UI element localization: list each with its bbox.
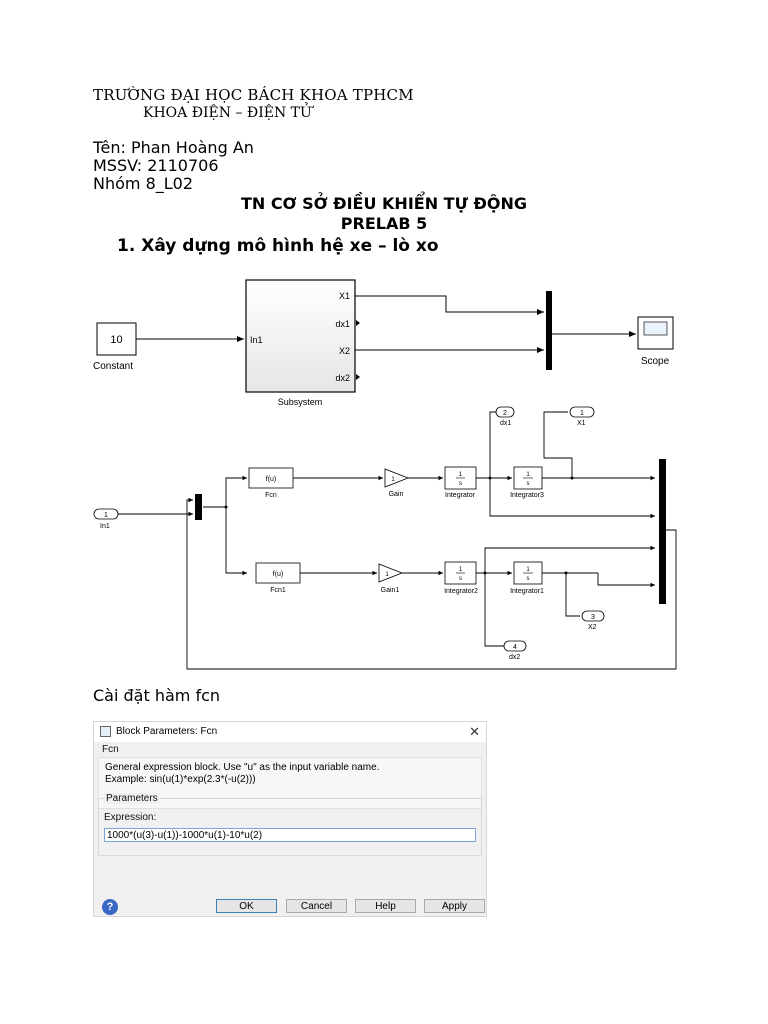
subsystem-block[interactable]: In1 X1 dx1 X2 dx2 [245,279,356,393]
integrator2-num: 1 [459,567,463,573]
top-level-model: 10 Constant In1 X1 dx1 X2 dx2 Subsystem … [93,279,674,407]
description-line-1: General expression block. Use "u" as the… [105,762,380,773]
fcn-expression: f(u) [266,476,277,483]
dx1-out-label: dx1 [500,420,511,427]
expression-label: Expression: [104,812,157,823]
student-name: Tên: Phan Hoàng An [93,138,254,157]
section-title: Xây dựng mô hình hệ xe – lò xo [141,236,439,256]
fcn1-expression: f(u) [273,571,284,578]
in1-port-label: In1 [100,523,110,530]
in1-port[interactable]: 1 [93,508,119,520]
close-icon[interactable]: ✕ [469,724,480,739]
dx2-out-port[interactable]: 4 [503,640,527,652]
output-mux-block[interactable] [659,459,666,604]
x1-out-port[interactable]: 1 [569,406,595,418]
x1-out-number: 1 [580,410,584,417]
document-subtitle: PRELAB 5 [340,214,428,233]
constant-label: Constant [93,361,133,372]
cancel-button[interactable]: Cancel [286,899,347,913]
integrator1-num: 1 [526,567,530,573]
integrator-den: s [459,481,462,487]
x2-out-label: X2 [588,624,597,631]
constant-value: 10 [110,334,122,346]
integrator3-den: s [527,481,530,487]
dialog-titlebar: Block Parameters: Fcn ✕ [94,722,486,742]
scope-label: Scope [641,356,670,367]
scope-block[interactable] [637,316,674,350]
dx1-out-port[interactable]: 2 [495,406,515,418]
x2-out-port[interactable]: 3 [581,610,605,622]
integrator3-block[interactable]: 1 s [513,466,543,490]
integrator-label: Integrator [445,492,476,499]
section-heading: 1. Xây dựng mô hình hệ xe – lò xo [117,236,439,256]
simulink-block-icon [100,726,111,737]
section-number: 1. [117,236,136,256]
document-title: TN CƠ SỞ ĐIỀU KHIỂN TỰ ĐỘNG [240,194,528,213]
integrator1-label: Integrator1 [510,588,544,595]
subsystem-internal-model: 1 In1 f(u) Fcn f(u) Fcn1 1 Gain 1 Gain1 … [93,406,677,670]
integrator2-den: s [459,576,462,582]
in1-port-number: 1 [104,512,108,519]
expression-input[interactable]: 1000*(u(3)-u(1))-1000*u(1)-10*u(2) [104,828,476,842]
gain1-label: Gain1 [381,587,400,594]
integrator1-den: s [527,576,530,582]
constant-block[interactable]: 10 [96,322,137,356]
x2-out-number: 3 [591,614,595,621]
fcn-label: Fcn [265,492,277,499]
description-box: General expression block. Use "u" as the… [98,757,482,809]
help-icon[interactable]: ? [102,899,118,915]
integrator1-block[interactable]: 1 s [513,561,543,585]
help-button[interactable]: Help [355,899,416,913]
block-parameters-dialog: Block Parameters: Fcn ✕ Fcn General expr… [93,721,487,917]
integrator2-block[interactable]: 1 s [444,561,477,585]
x1-out-label: X1 [577,420,586,427]
fcn1-label: Fcn1 [270,587,286,594]
integrator-block[interactable]: 1 s [444,466,477,490]
fcn1-block[interactable]: f(u) [255,562,301,584]
fcn-caption: Cài đặt hàm fcn [93,686,221,705]
gain-value: 1 [391,477,395,483]
faculty-name: KHOA ĐIỆN – ĐIỆN TỬ [143,105,312,121]
apply-button[interactable]: Apply [424,899,485,913]
integrator3-label: Integrator3 [510,492,544,499]
mux-block[interactable] [546,291,552,370]
gain1-block[interactable]: 1 [378,563,404,583]
fcn-block[interactable]: f(u) [248,467,294,489]
gain1-value: 1 [385,572,389,578]
integrator-num: 1 [459,472,463,478]
integrator3-num: 1 [526,472,530,478]
dx2-out-number: 4 [513,644,517,651]
subsystem-label: Subsystem [278,397,323,407]
dx1-out-number: 2 [503,410,507,417]
subsystem-out-x2: X2 [339,346,350,356]
subsystem-out-dx1: dx1 [335,319,350,329]
description-line-2: Example: sin(u(1)*exp(2.3*(-u(2))) [105,774,256,785]
subsystem-out-x1: X1 [339,291,350,301]
parameters-group [98,798,482,856]
student-id: MSSV: 2110706 [93,156,219,175]
student-group: Nhóm 8_L02 [93,174,194,193]
dx2-out-label: dx2 [509,654,520,661]
gain-block[interactable]: 1 [384,468,410,488]
input-mux-block[interactable] [195,494,202,520]
parameters-group-label: Parameters [104,793,160,804]
subsystem-in-label: In1 [250,335,263,345]
integrator2-label: Integrator2 [444,588,478,595]
ok-button[interactable]: OK [216,899,277,913]
dialog-title: Block Parameters: Fcn [116,726,218,737]
subsystem-out-dx2: dx2 [335,373,350,383]
gain-label: Gain [389,491,404,498]
fcn-group-label: Fcn [102,744,119,755]
university-name: TRƯỜNG ĐẠI HỌC BÁCH KHOA TPHCM [93,86,414,104]
